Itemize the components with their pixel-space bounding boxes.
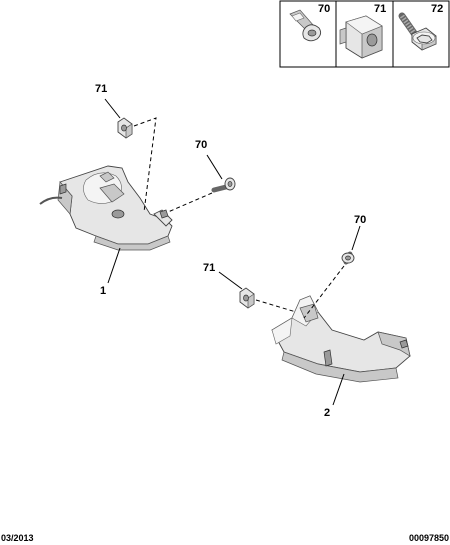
callout-part-1: 1 [100,285,106,297]
callout-lower-71: 71 [203,262,215,274]
legend-ref-71: 71 [374,3,386,15]
leader-part-2 [332,373,345,406]
dash-upper-71 [133,117,157,213]
leader-lower-71 [218,271,243,290]
leader-upper-70 [206,154,223,180]
leader-lower-70 [351,225,361,251]
footer-reference: 00097850 [409,533,449,543]
upper-cage-nut [117,117,133,139]
upper-clip-fastener [211,177,236,193]
fastener-legend-box: 70 71 72 [279,0,450,68]
callout-upper-70: 70 [195,139,207,151]
callout-lower-70: 70 [354,214,366,226]
dash-lower-71 [255,299,297,313]
clip-nut-icon [289,9,322,42]
leader-upper-71 [104,98,121,119]
dash-upper-70 [167,192,213,213]
cage-nut-icon [339,15,383,59]
callout-upper-71: 71 [95,83,107,95]
part-1-bracket [39,165,173,251]
legend-ref-72: 72 [431,3,443,15]
dash-lower-70 [303,265,345,319]
callout-part-2: 2 [324,407,330,419]
part-2-bracket [271,295,411,383]
flange-bolt-icon [398,12,437,51]
lower-cage-nut [239,287,255,309]
leader-part-1 [107,247,121,284]
legend-ref-70: 70 [318,3,330,15]
lower-clip-fastener [341,251,355,265]
footer-date: 03/2013 [1,533,34,543]
